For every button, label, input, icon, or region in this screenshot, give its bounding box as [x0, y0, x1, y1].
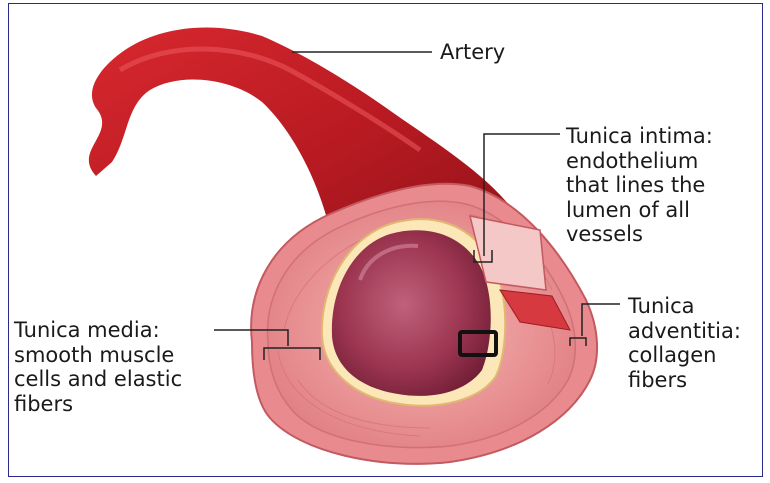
label-tunica-adventitia: Tunica adventitia: collagen fibers — [628, 294, 741, 392]
label-artery: Artery — [440, 40, 505, 65]
label-tunica-media: Tunica media: smooth muscle cells and el… — [14, 318, 182, 416]
label-tunica-intima: Tunica intima: endothelium that lines th… — [566, 124, 713, 247]
